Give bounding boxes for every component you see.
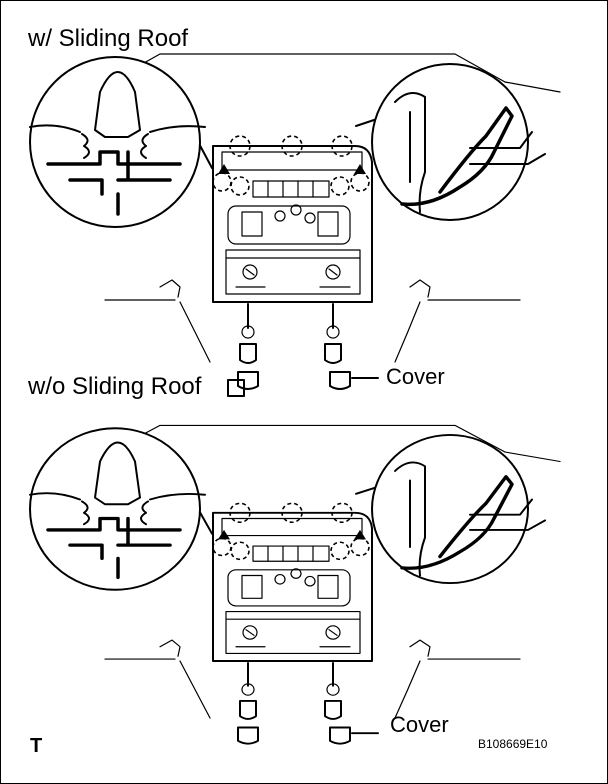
figure-code: B108669E10 (478, 737, 548, 751)
panel-title: w/ Sliding Roof (27, 25, 188, 52)
panel-title: w/o Sliding Roof (27, 373, 202, 400)
cover-callout: Cover (386, 364, 445, 389)
corner-letter: T (30, 735, 42, 757)
panel-without-sliding-roof (28, 423, 562, 746)
cover-icon (227, 379, 245, 397)
panel-with-sliding-roof (28, 52, 562, 391)
cover-callout: Cover (390, 712, 449, 737)
